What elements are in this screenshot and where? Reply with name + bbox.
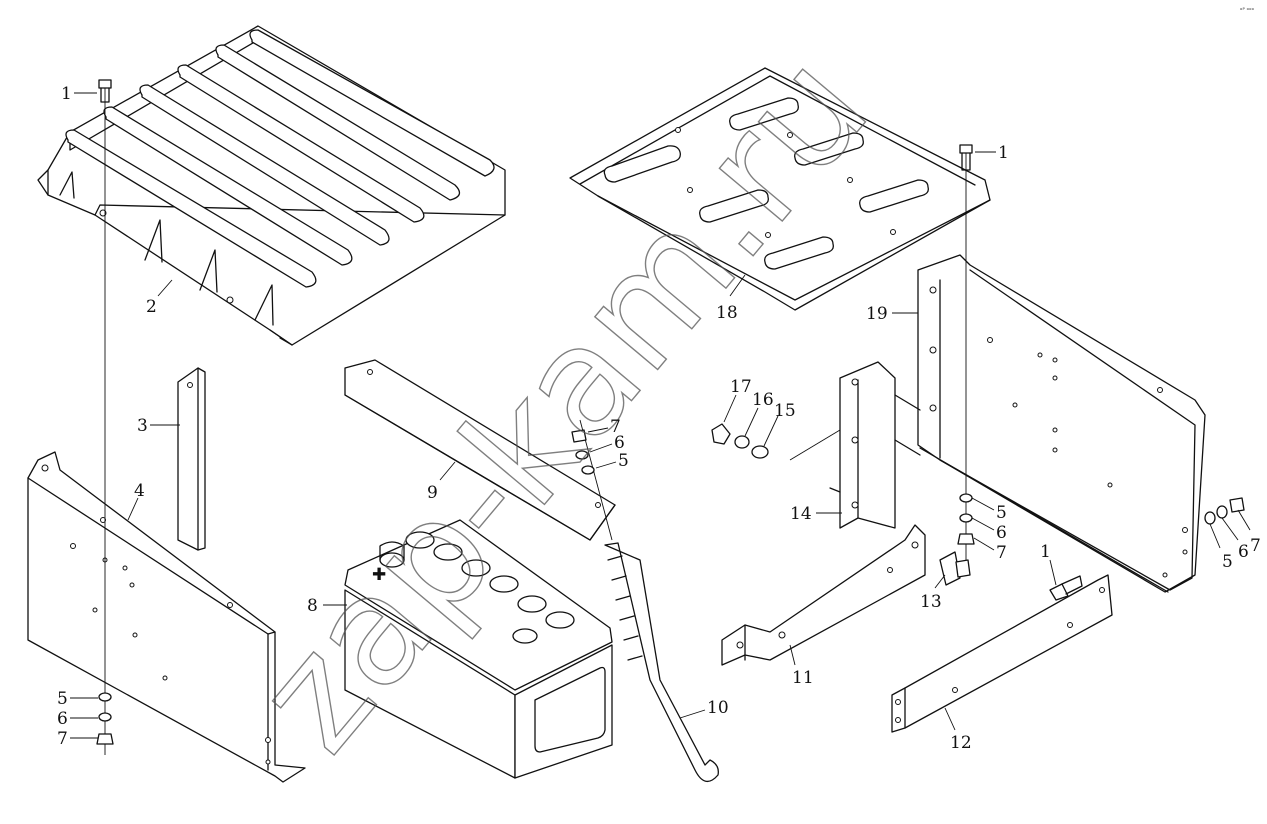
callout-13: 13 (920, 592, 942, 612)
callout-7-right: 7 (996, 543, 1007, 563)
svg-text:✚: ✚ (372, 565, 386, 585)
corner-mark: ᵒᴾ ᵒᵒᵒ (1240, 7, 1255, 14)
right-bolt-stack (957, 144, 975, 560)
callout-1-right: 1 (998, 143, 1009, 163)
callout-8: 8 (307, 596, 318, 616)
callout-10: 10 (707, 698, 729, 718)
callout-7-bracket: 7 (610, 417, 621, 437)
callout-6-right: 6 (996, 523, 1007, 543)
part-12-bar (891, 574, 1113, 733)
left-bolt-stack (96, 79, 114, 755)
callout-2: 2 (146, 297, 157, 317)
callout-11: 11 (792, 668, 814, 688)
callout-5-far-right: 5 (1222, 552, 1233, 572)
callout-5-right: 5 (996, 503, 1007, 523)
callout-5: 5 (57, 689, 68, 709)
callout-16: 16 (752, 390, 774, 410)
callout-18: 18 (716, 303, 738, 323)
part-18-tray (569, 67, 991, 311)
callout-15: 15 (774, 401, 796, 421)
callout-1: 1 (61, 84, 72, 104)
part-14-bracket (829, 361, 921, 529)
callout-9: 9 (427, 483, 438, 503)
bracket-hardware (571, 429, 595, 475)
part-3-strip (177, 367, 206, 551)
part-2-ribbed-cover (37, 25, 506, 346)
callout-17: 17 (730, 377, 752, 397)
part-9-bracket (344, 359, 616, 541)
callout-1-lower: 1 (1040, 542, 1051, 562)
callout-14: 14 (790, 504, 812, 524)
callout-6: 6 (57, 709, 68, 729)
callout-19: 19 (866, 304, 888, 324)
callout-7: 7 (57, 729, 68, 749)
callout-5-bracket: 5 (618, 451, 629, 471)
callout-12: 12 (950, 733, 972, 753)
callout-3: 3 (137, 416, 148, 436)
part-19-right-plate (917, 254, 1206, 593)
callout-6-far-right: 6 (1238, 542, 1249, 562)
callout-7-far-right: 7 (1250, 536, 1261, 556)
callout-6-bracket: 6 (614, 433, 625, 453)
part-11-bar (721, 524, 926, 666)
part-8-battery: ✚ (344, 519, 613, 779)
callout-4: 4 (134, 481, 145, 501)
part-4-left-plate (27, 451, 306, 783)
callouts: 1 2 3 4 5 6 7 8 9 10 7 6 5 17 16 15 18 (57, 84, 1261, 753)
